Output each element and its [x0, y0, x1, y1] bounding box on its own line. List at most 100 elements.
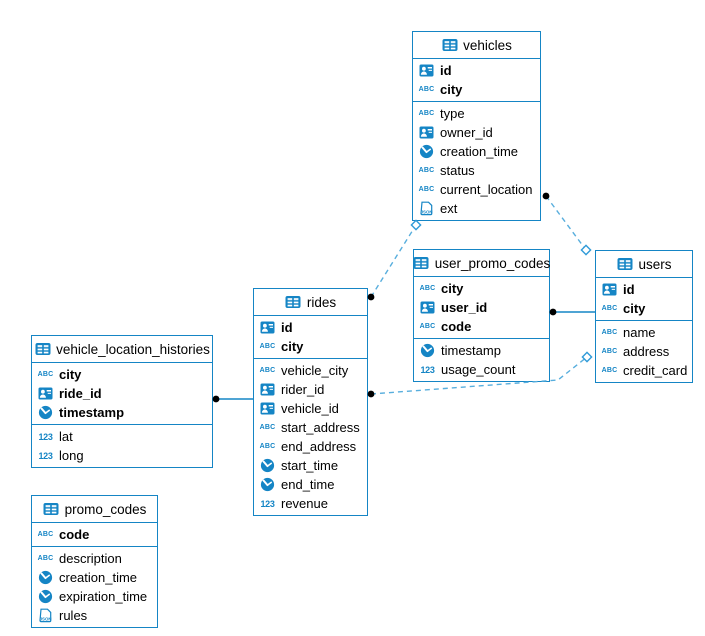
relationship-line[interactable]	[545, 195, 587, 251]
field-row-rider_id[interactable]: rider_id	[254, 380, 367, 399]
field-row-id[interactable]: id	[254, 318, 367, 337]
text-icon: ABC	[419, 323, 436, 330]
text-icon: ABC	[259, 343, 276, 350]
text-icon: ABC	[601, 305, 618, 312]
field-name: creation_time	[440, 144, 519, 159]
text-icon: ABC	[601, 367, 618, 374]
field-name: city	[281, 339, 304, 354]
field-row-id[interactable]: id	[596, 280, 692, 299]
field-row-creation_time[interactable]: creation_time	[413, 142, 540, 161]
many-side-dot-marker	[367, 390, 375, 398]
field-name: id	[440, 63, 452, 78]
field-row-user_id[interactable]: user_id	[414, 298, 549, 317]
field-name: name	[623, 325, 656, 340]
field-name: end_time	[281, 477, 335, 492]
field-row-expiration_time[interactable]: expiration_time	[32, 587, 157, 606]
relationship-vehicles-users[interactable]	[542, 192, 592, 256]
field-row-timestamp[interactable]: timestamp	[32, 403, 212, 422]
table-title: vehicle_location_histories	[56, 341, 210, 357]
id-icon	[37, 387, 54, 400]
field-row-vehicle_id[interactable]: vehicle_id	[254, 399, 367, 418]
text-icon: ABC	[418, 110, 435, 117]
field-name: city	[440, 82, 463, 97]
table-header-users[interactable]: users	[596, 251, 692, 278]
field-row-city[interactable]: ABC city	[254, 337, 367, 356]
id-icon	[259, 321, 276, 334]
field-row-city[interactable]: ABC city	[414, 279, 549, 298]
number-icon: 123	[38, 450, 53, 461]
field-name: revenue	[281, 496, 328, 511]
field-row-creation_time[interactable]: creation_time	[32, 568, 157, 587]
field-row-end_time[interactable]: end_time	[254, 475, 367, 494]
field-name: city	[623, 301, 646, 316]
text-icon: ABC	[601, 329, 618, 336]
id-icon	[259, 402, 276, 415]
id-icon	[601, 283, 618, 296]
field-name: expiration_time	[59, 589, 148, 604]
field-name: type	[440, 106, 465, 121]
relationship-vehicle_location_histories-rides[interactable]	[212, 395, 253, 403]
id-icon	[259, 383, 276, 396]
table-header-vehicles[interactable]: vehicles	[413, 32, 540, 59]
table-header-vehicle_location_histories[interactable]: vehicle_location_histories	[32, 336, 212, 363]
one-side-diamond-marker	[410, 219, 422, 231]
field-name: address	[623, 344, 670, 359]
time-icon	[37, 589, 54, 604]
field-row-usage_count[interactable]: 123 usage_count	[414, 360, 549, 379]
field-row-type[interactable]: ABC type	[413, 104, 540, 123]
relationship-user_promo_codes-users[interactable]	[549, 308, 595, 316]
field-name: description	[59, 551, 122, 566]
field-row-ride_id[interactable]: ride_id	[32, 384, 212, 403]
id-icon	[418, 126, 435, 139]
text-icon: ABC	[601, 348, 618, 355]
table-header-user_promo_codes[interactable]: user_promo_codes	[413, 250, 550, 277]
field-name: ride_id	[59, 386, 102, 401]
one-side-diamond-marker	[581, 351, 593, 363]
text-icon: ABC	[419, 285, 436, 292]
one-side-diamond-marker	[580, 244, 592, 256]
field-name: city	[59, 367, 82, 382]
field-row-name[interactable]: ABC name	[596, 323, 692, 342]
field-row-owner_id[interactable]: owner_id	[413, 123, 540, 142]
field-row-timestamp[interactable]: timestamp	[414, 341, 549, 360]
field-name: usage_count	[441, 362, 516, 377]
field-row-city[interactable]: ABC city	[596, 299, 692, 318]
json-icon: JSON	[418, 201, 435, 216]
many-side-dot-marker	[549, 308, 557, 316]
field-row-address[interactable]: ABC address	[596, 342, 692, 361]
field-row-id[interactable]: id	[413, 61, 540, 80]
table-header-promo_codes[interactable]: promo_codes	[32, 496, 157, 523]
table-header-rides[interactable]: rides	[254, 289, 367, 316]
field-row-start_time[interactable]: start_time	[254, 456, 367, 475]
field-name: city	[441, 281, 464, 296]
number-icon: 123	[420, 364, 435, 375]
table-icon	[616, 257, 633, 271]
field-name: lat	[59, 429, 73, 444]
field-name: id	[281, 320, 293, 335]
relationship-line[interactable]	[370, 224, 417, 298]
